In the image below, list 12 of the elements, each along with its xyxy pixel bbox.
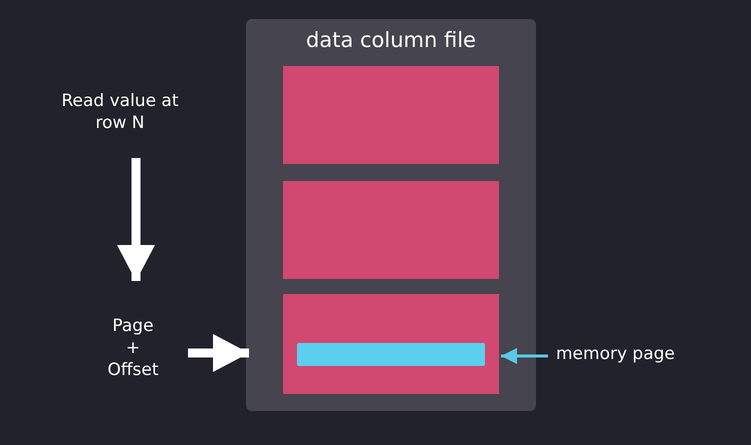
page-block [283,181,499,279]
callout-label: memory page [556,343,676,366]
memory-page-bar [297,343,485,366]
arrow [117,158,155,281]
page-block [283,294,499,394]
arrow [501,348,548,364]
page-block [283,66,499,164]
step-label: Page + Offset [107,315,159,382]
panel-title: data column file [305,27,477,54]
arrow [188,334,249,372]
file-panel [246,19,536,411]
step-label: Read value at row N [60,90,180,134]
